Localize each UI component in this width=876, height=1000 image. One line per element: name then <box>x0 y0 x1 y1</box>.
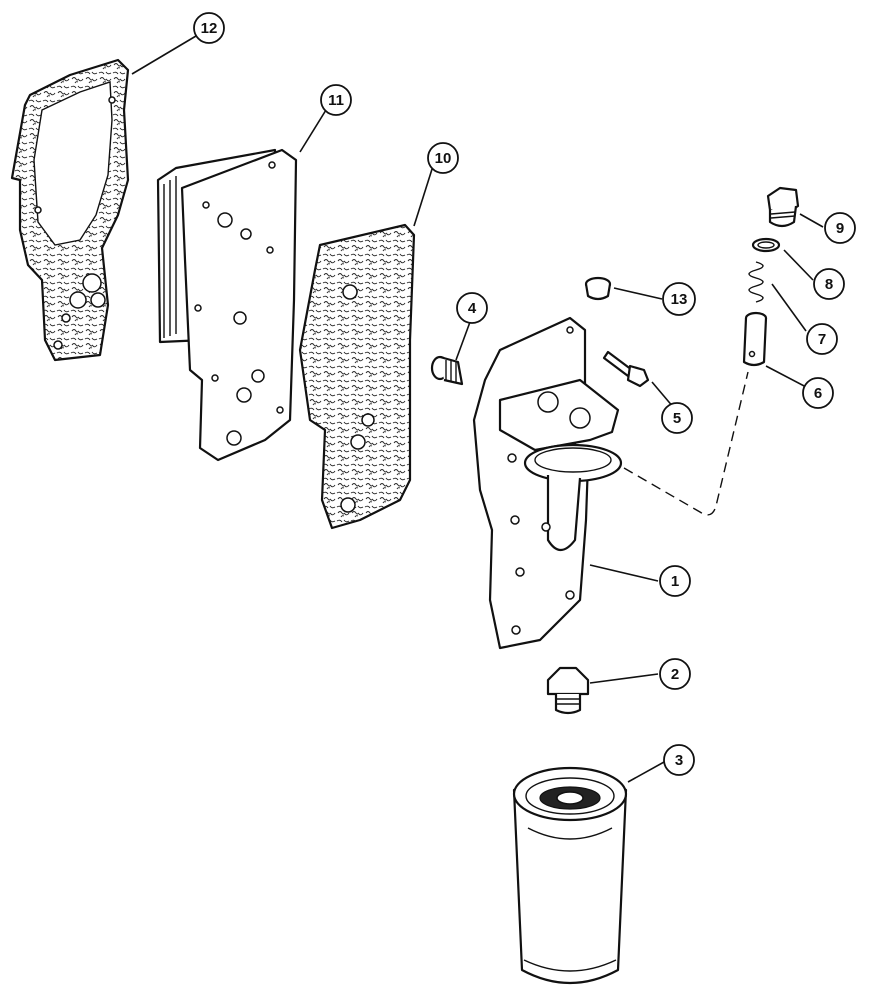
dashed-flow-line <box>623 371 749 516</box>
callout-10: 10 <box>427 142 459 174</box>
oil-cooler-part-11 <box>156 148 298 462</box>
callout-1: 1 <box>659 565 691 597</box>
callout-6: 6 <box>802 377 834 409</box>
gasket-part-12 <box>10 58 130 362</box>
plug-part-9 <box>766 186 800 228</box>
callout-9: 9 <box>824 212 856 244</box>
leader-lines <box>131 35 824 783</box>
filter-housing-part-1 <box>472 316 623 650</box>
callout-13: 13 <box>662 282 696 316</box>
callout-label-3: 3 <box>675 752 683 769</box>
callout-5: 5 <box>661 402 693 434</box>
callout-11: 11 <box>320 84 352 116</box>
callout-7: 7 <box>806 323 838 355</box>
callout-label-4: 4 <box>468 300 477 317</box>
callout-4: 4 <box>456 292 488 324</box>
gasket-part-10 <box>298 223 416 530</box>
callout-label-8: 8 <box>825 276 833 293</box>
callout-label-2: 2 <box>671 666 679 683</box>
callout-label-1: 1 <box>671 573 679 590</box>
callout-label-5: 5 <box>673 410 681 427</box>
callout-label-13: 13 <box>671 291 688 308</box>
callout-label-10: 10 <box>435 150 452 167</box>
callout-label-12: 12 <box>201 20 218 37</box>
fitting-part-2 <box>546 666 590 715</box>
spring-part-7 <box>748 261 764 303</box>
washer-part-8 <box>751 237 781 253</box>
callout-label-9: 9 <box>836 220 844 237</box>
callout-label-7: 7 <box>818 331 826 348</box>
bolt-part-5 <box>602 350 650 388</box>
callout-2: 2 <box>659 658 691 690</box>
callout-8: 8 <box>813 268 845 300</box>
plug-part-4 <box>430 355 464 386</box>
callout-label-11: 11 <box>328 92 344 109</box>
callout-label-6: 6 <box>814 385 822 402</box>
plug-part-13 <box>584 276 612 301</box>
callout-12: 12 <box>193 12 225 44</box>
filter-canister-part-3 <box>512 766 628 984</box>
callout-3: 3 <box>663 744 695 776</box>
valve-part-6 <box>742 311 768 367</box>
